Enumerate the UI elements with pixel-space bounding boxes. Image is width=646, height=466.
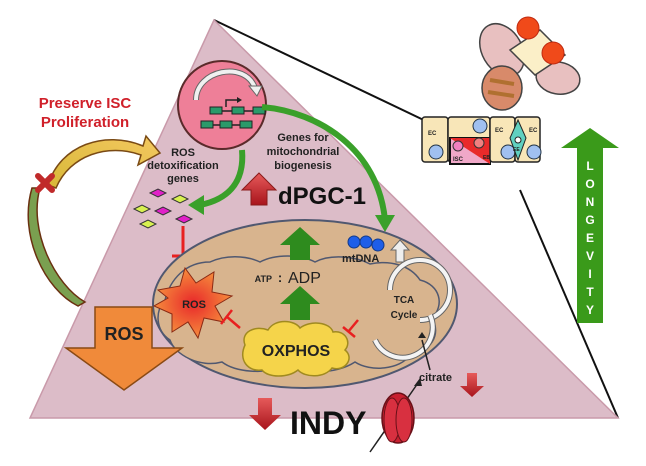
- tca-label-2: Cycle: [391, 310, 418, 321]
- longevity-letter: Y: [586, 303, 594, 317]
- green-arrowhead-mtdna: [375, 215, 395, 232]
- detox-molecules: [132, 188, 194, 229]
- zoom-line-top: [213, 19, 433, 125]
- ros-detox-label-3: genes: [167, 173, 199, 185]
- mtdna-label: mtDNA: [342, 253, 379, 265]
- ros-down-arrow: [63, 306, 185, 391]
- longevity-label: L O N G E V I T Y: [585, 159, 594, 317]
- cell-label-ec3: EC: [529, 128, 538, 134]
- preserve-isc-label-2: Proliferation: [41, 114, 129, 131]
- gene-icon: [200, 97, 266, 129]
- citrate-label: citrate: [419, 372, 452, 384]
- oxphos-label: OXPHOS: [262, 343, 331, 360]
- mtdna-up-arrow-icon: [389, 239, 411, 263]
- mtdna-circles: [347, 235, 385, 252]
- indy-transporter-icon: [381, 392, 415, 444]
- dpgc1-up-arrow: [240, 172, 278, 206]
- oxphos-cloud: [241, 320, 350, 377]
- cell-label-ee: EE: [513, 147, 520, 153]
- longevity-letter: V: [586, 249, 594, 263]
- inhibit-tca-oxphos: [342, 319, 359, 338]
- cell-label-eb: EB: [483, 155, 490, 161]
- atp-adp-separator: :: [278, 270, 282, 285]
- blocked-x-icon: [35, 173, 55, 193]
- atp-label: ATP: [255, 274, 272, 284]
- nucleus: [177, 60, 267, 150]
- longevity-letter: O: [585, 177, 594, 191]
- longevity-arrow: [561, 128, 619, 323]
- longevity-letter: L: [586, 159, 593, 173]
- longevity-letter: T: [586, 285, 594, 299]
- green-arrow-to-detox: [199, 149, 246, 208]
- tca-cycle: [372, 257, 453, 361]
- citrate-arrow: [421, 339, 431, 371]
- ros-star-label: ROS: [182, 299, 206, 311]
- genes-mito-label-2: mitochondrial: [267, 146, 340, 158]
- zoom-line-right: [519, 189, 619, 419]
- adp-label: ADP: [288, 270, 321, 287]
- green-arrow-to-mtdna: [261, 104, 388, 221]
- preserve-isc-label-1: Preserve ISC: [39, 95, 132, 112]
- green-up-arrow-lower: [280, 286, 320, 320]
- green-arrowhead-detox: [188, 195, 204, 215]
- cell-label-ec2: EC: [495, 128, 504, 134]
- indy-label: INDY: [290, 405, 366, 441]
- ros-detox-label-2: detoxification: [147, 160, 219, 172]
- tca-label-1: TCA: [394, 295, 415, 306]
- ros-detox-label-1: ROS: [171, 147, 195, 159]
- citrate-down-arrow: [460, 373, 484, 397]
- longevity-letter: E: [586, 231, 594, 245]
- fly-icon: [478, 16, 581, 111]
- inhibit-oxphos-ros: [220, 309, 241, 329]
- longevity-letter: I: [588, 267, 591, 281]
- gut-epithelium: [421, 116, 542, 165]
- green-up-arrow-upper: [280, 227, 320, 260]
- longevity-letter: G: [585, 213, 594, 227]
- genes-mito-label-3: biogenesis: [274, 160, 331, 172]
- ros-big-label: ROS: [104, 324, 143, 344]
- green-feedback-arrow: [27, 187, 87, 307]
- genes-mito-label-1: Genes for: [277, 132, 329, 144]
- dpgc1-label: dPGC-1: [278, 183, 366, 210]
- longevity-letter: N: [586, 195, 595, 209]
- yellow-curved-arrow: [47, 134, 162, 189]
- indy-down-arrow: [249, 398, 281, 430]
- cell-label-isc: ISC: [453, 157, 464, 163]
- cell-label-ec1: EC: [428, 131, 437, 137]
